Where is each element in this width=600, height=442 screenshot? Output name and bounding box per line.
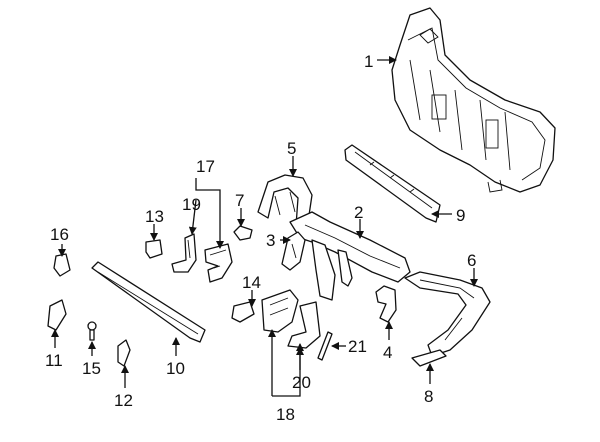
part-12-bracket [117, 339, 131, 367]
part-9-lock-support [344, 144, 441, 223]
callout-19: 19 [182, 195, 201, 214]
callout-3: 3 [266, 231, 275, 250]
callout-4: 4 [383, 343, 392, 362]
callout-10: 10 [166, 359, 185, 378]
part-17-bracket [204, 243, 233, 283]
callout-11: 11 [45, 351, 63, 370]
callout-7: 7 [235, 191, 244, 210]
part-10-reinforcement [91, 261, 206, 343]
part-3-bracket [281, 231, 306, 271]
part-13-clip [145, 239, 163, 259]
callout-9: 9 [456, 206, 465, 225]
part-1-radiator-support [391, 7, 556, 193]
callout-18: 18 [276, 405, 295, 424]
callout-12: 12 [114, 391, 133, 410]
part-11-bracket [47, 299, 67, 331]
callout-5: 5 [287, 139, 296, 158]
callout-16: 16 [50, 225, 69, 244]
callout-2: 2 [354, 203, 363, 222]
part-18-bracket [261, 289, 299, 333]
part-8-bracket [411, 349, 447, 367]
part-6-lower-member [404, 271, 491, 357]
callout-8: 8 [424, 387, 433, 406]
callout-6: 6 [467, 251, 476, 270]
part-16-clip [53, 253, 71, 277]
callout-15: 15 [82, 359, 101, 378]
callout-13: 13 [145, 207, 164, 226]
callout-labels: 1 2 3 4 5 6 7 8 9 10 11 12 13 14 15 16 1… [45, 52, 476, 424]
part-14-bracket [231, 301, 255, 323]
callout-17: 17 [196, 157, 215, 176]
callout-21: 21 [348, 337, 367, 356]
part-4-bracket [375, 285, 397, 323]
leader-lines [51, 56, 478, 397]
part-7-clip [233, 225, 253, 241]
callout-1: 1 [364, 52, 373, 71]
callout-14: 14 [242, 273, 261, 292]
part-15-pin [87, 321, 97, 341]
part-21-strip [317, 331, 333, 361]
callout-20: 20 [292, 373, 311, 392]
part-19-bracket [171, 233, 197, 273]
part-2-cross-member [289, 211, 411, 301]
